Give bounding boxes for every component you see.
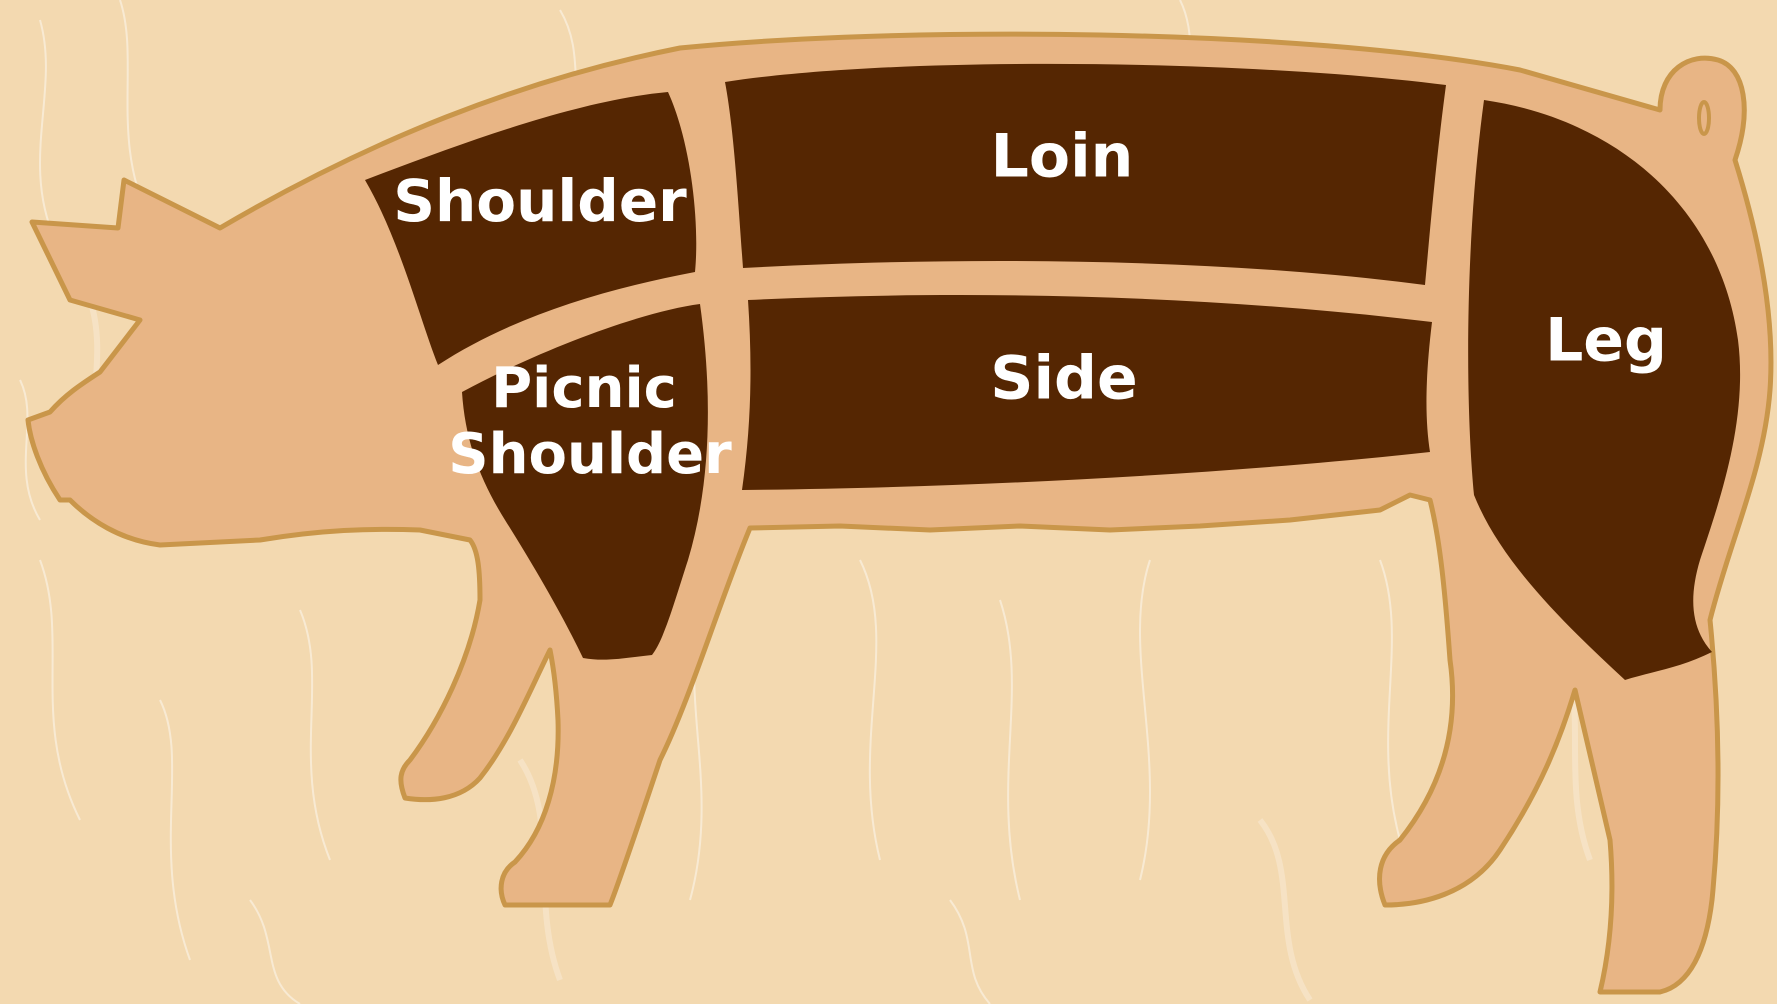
shoulder-label: Shoulder (393, 167, 687, 235)
loin-label: Loin (991, 122, 1134, 192)
picnic-shoulder-label-line2: Shoulder (448, 422, 732, 487)
ear-detail (1699, 102, 1709, 134)
picnic-shoulder-label-line1: Picnic (491, 356, 677, 421)
side-label: Side (990, 344, 1137, 414)
leg-label: Leg (1545, 306, 1667, 376)
